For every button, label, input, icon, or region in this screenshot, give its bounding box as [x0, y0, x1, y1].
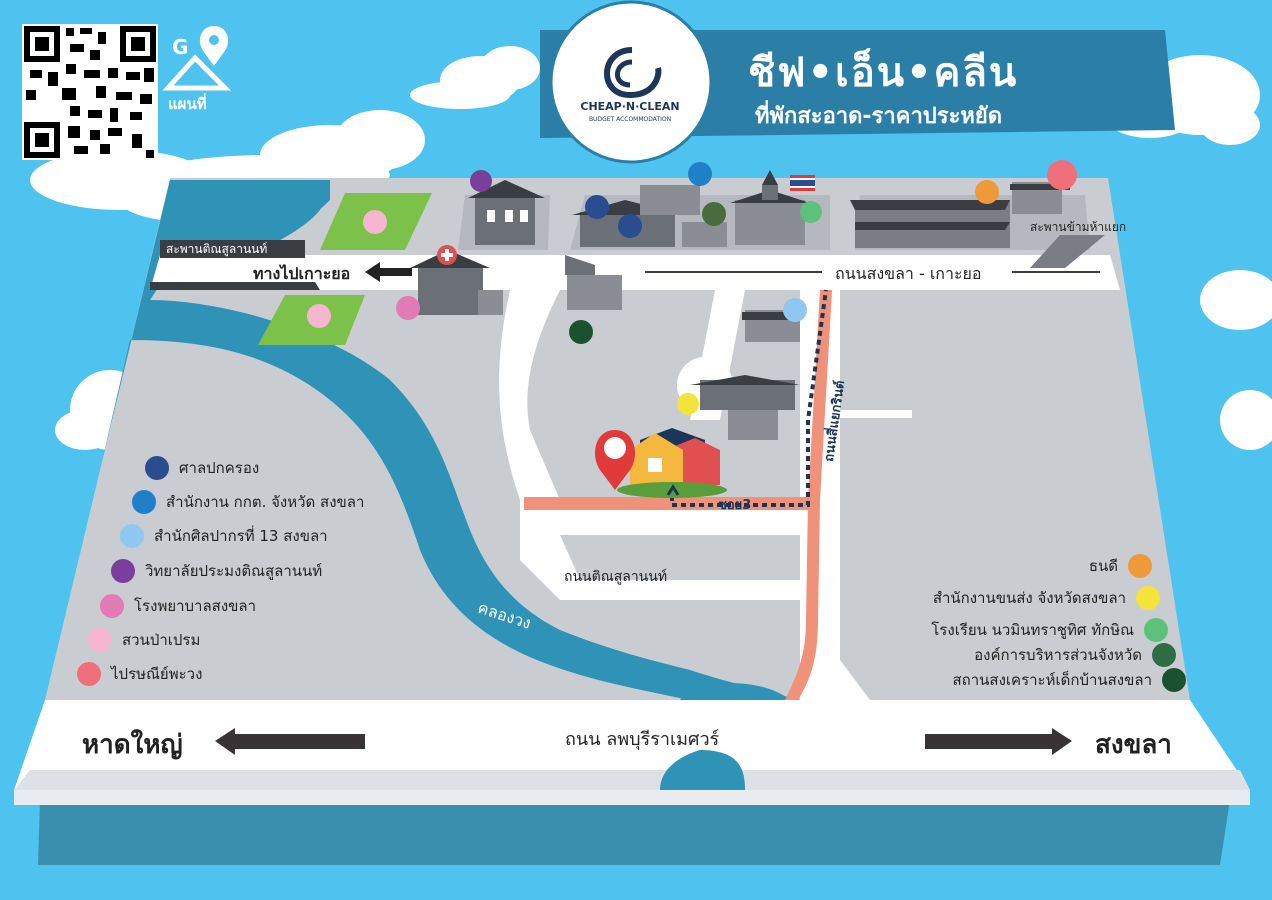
poi-dots	[307, 160, 1077, 415]
arrow-left-icon	[215, 728, 365, 755]
legend-dot	[77, 662, 101, 686]
building-row-right	[850, 182, 1070, 248]
legend-item: ศาลปกครอง	[145, 456, 259, 480]
legend-item: สถานสงเคราะห์เด็กบ้านสงขลา	[953, 668, 1186, 692]
label-to-koh-yo: ทางไปเกาะยอ	[253, 264, 351, 283]
building-hospital	[410, 245, 503, 315]
legend-dot	[132, 490, 156, 514]
legend-item: องค์การบริหารส่วนจังหวัด	[974, 643, 1176, 667]
legend-dot	[88, 628, 112, 652]
legend-item: ธนดี	[1089, 554, 1152, 578]
building-art-office	[730, 170, 815, 245]
label-main-road: ถนน ลพบุรีราเมศวร์	[565, 729, 720, 750]
legend-item: วิทยาลัยประมงติณสูลานนท์	[111, 559, 322, 583]
main-road	[14, 700, 1250, 790]
legend-dot	[111, 559, 135, 583]
brand-subtitle: ที่พักสะอาด-ราคาประหยัด	[755, 104, 1003, 129]
brand-title: ชีฟ•เอ็น•คลีน	[748, 50, 1019, 96]
building-court	[572, 185, 727, 247]
bridge-label-strip	[160, 240, 305, 258]
qr-code-icon[interactable]	[22, 24, 158, 160]
arrow-right-icon	[925, 728, 1072, 755]
hotel-cheap-n-clean	[595, 428, 727, 498]
legend-dot	[1162, 668, 1186, 692]
svg-text:G: G	[172, 35, 188, 59]
legend-item: ไปรษณีย์พะวง	[77, 662, 202, 686]
label-top-bridge: สะพานติณสูลานนท์	[166, 242, 268, 256]
legend-dot	[1136, 586, 1160, 610]
legend-dot	[1128, 554, 1152, 578]
logo-subtext: BUDGET ACCOMMODATION	[588, 116, 672, 123]
brand-logo	[549, 0, 713, 164]
logo-text: CHEAP·N·CLEAN	[580, 100, 680, 113]
legend-item: สำนักงาน กกต. จังหวัด สงขลา	[132, 490, 364, 514]
legend-item: สำนักศิลปากรที่ 13 สงขลา	[120, 524, 328, 548]
route-path	[670, 289, 828, 507]
label-hat-yai: หาดใหญ่	[82, 730, 183, 760]
legend-item: สวนป่าเปรม	[88, 628, 200, 652]
map-base-shadow	[38, 800, 1230, 865]
map-link-label[interactable]: แผนที่	[168, 95, 207, 113]
building-college	[468, 180, 545, 245]
google-maps-pin-icon[interactable]: G	[162, 26, 232, 91]
label-soi-3: ซอย3	[718, 498, 752, 513]
legend-dot	[100, 594, 124, 618]
label-songkhla-koh-yo-road: ถนนสงขลา - เกาะยอ	[835, 264, 982, 283]
label-songkhla: สงขลา	[1095, 730, 1172, 760]
building-mid-left	[565, 255, 622, 310]
up-arrow-icon	[666, 484, 680, 496]
legend-dot	[145, 456, 169, 480]
bridge-ramp	[1030, 235, 1105, 268]
legend-item: โรงเรียน นวมินทราชูทิศ ทักษิณ	[931, 618, 1168, 642]
legend-item: สำนักงานขนส่ง จังหวัดสงขลา	[933, 586, 1160, 610]
label-intersection-bridge: สะพานข้ามห้าแยก	[1030, 220, 1127, 234]
legend-dot	[120, 524, 144, 548]
legend-item: โรงพยาบาลสงขลา	[100, 594, 256, 618]
justice-scale-icon	[618, 214, 642, 238]
building-center	[690, 375, 800, 440]
legend-dot	[1144, 618, 1168, 642]
legend-dot	[1152, 643, 1176, 667]
soi-3-road	[524, 497, 810, 510]
arrow-left-icon	[365, 262, 412, 282]
road-songkhla-koh-yo	[150, 255, 1120, 290]
label-tinsulanon-road: ถนนติณสูลานนท์	[564, 569, 668, 585]
